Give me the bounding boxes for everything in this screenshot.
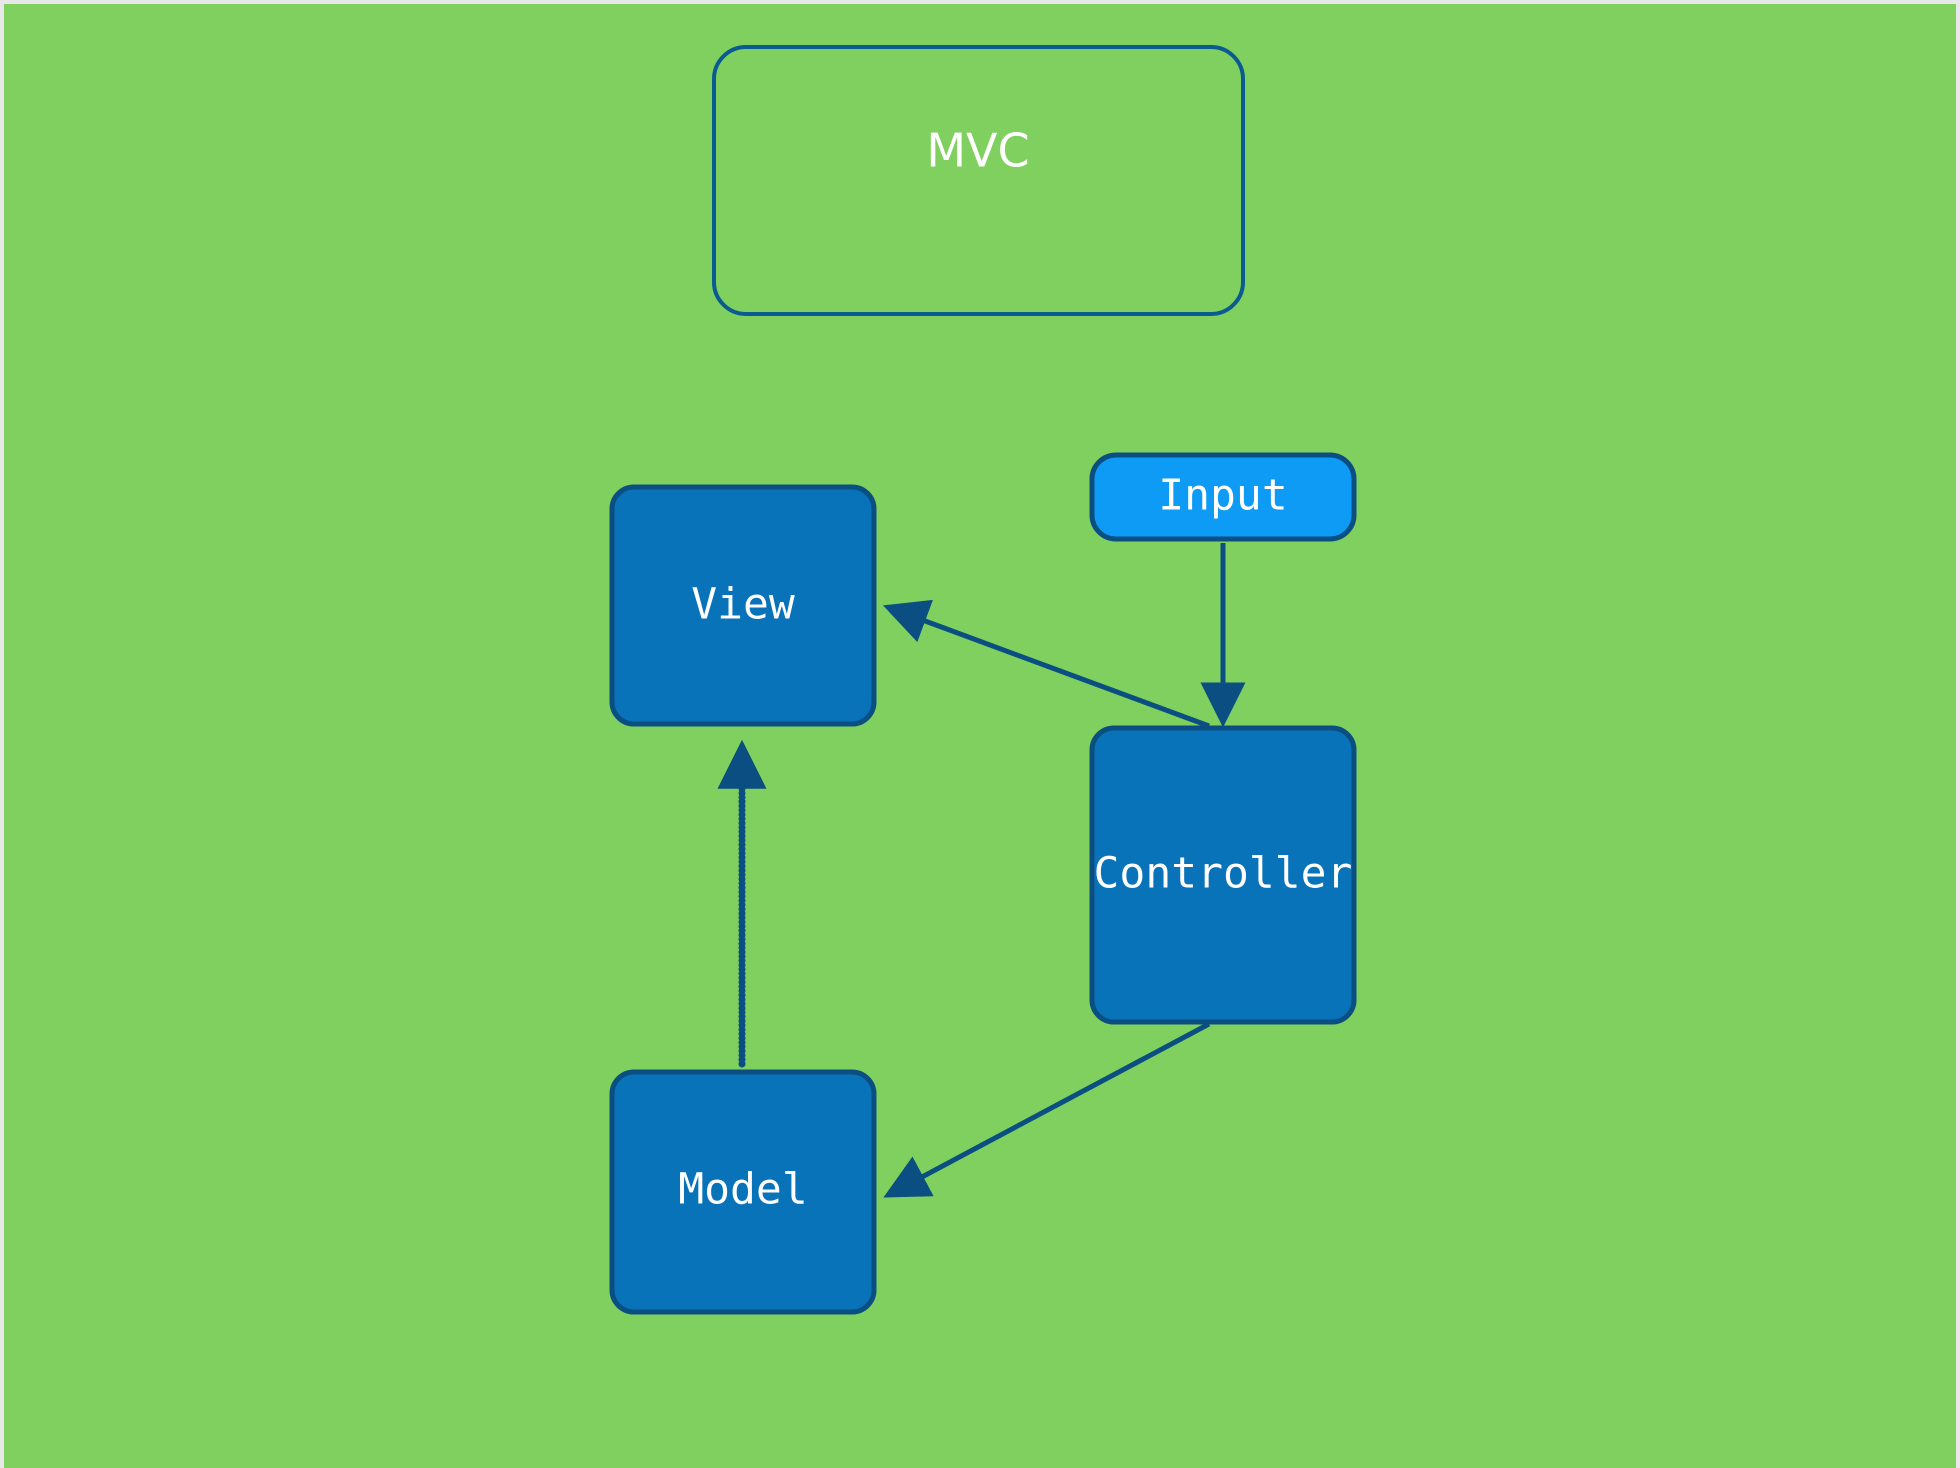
node-model-rect[interactable] (609, 1069, 877, 1315)
node-controller[interactable]: Controller (1089, 725, 1357, 1025)
node-input-rect[interactable] (1089, 452, 1357, 542)
cluster-mvc-label: MVC (926, 124, 1029, 178)
cluster-mvc: MVC (712, 45, 1245, 316)
edge-controller-to-view (882, 599, 1210, 729)
node-controller-label: Controller (1094, 849, 1353, 899)
edge-controller-to-model (883, 1021, 1211, 1198)
diagram-svg: MVC View Input Controller Model (609, 45, 1357, 1315)
node-controller-rect[interactable] (1089, 725, 1357, 1025)
node-model[interactable]: Model (609, 1069, 877, 1315)
node-model-label: Model (678, 1165, 807, 1215)
node-view[interactable]: View (609, 484, 877, 727)
cluster-mvc-rect (712, 45, 1245, 316)
diagram-canvas: MVC View Input Controller Model (4, 4, 1956, 1468)
node-view-rect[interactable] (609, 484, 877, 727)
node-view-label: View (691, 580, 795, 630)
node-input-label: Input (1158, 471, 1287, 521)
edge-layer (717, 543, 1246, 1198)
node-input[interactable]: Input (1089, 452, 1357, 542)
